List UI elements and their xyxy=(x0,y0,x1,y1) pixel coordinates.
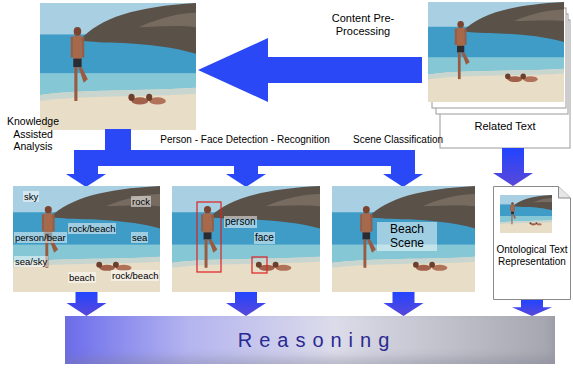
photo xyxy=(500,195,552,233)
arrow-shaft xyxy=(234,165,258,175)
flow-arrow xyxy=(384,292,424,316)
arrow-shaft xyxy=(74,165,98,175)
scene-photo xyxy=(332,186,475,292)
detection-label: person xyxy=(224,216,257,228)
bar-title: Reasoning xyxy=(65,328,562,352)
flow-arrow xyxy=(67,292,107,316)
region-label: person/bear xyxy=(14,232,67,243)
region-label: sea xyxy=(131,232,148,243)
arrow-head xyxy=(383,174,423,187)
photo xyxy=(332,186,475,292)
document-title: Ontological Text Representation xyxy=(494,244,570,268)
scene-label: Beach Scene xyxy=(377,222,437,251)
region-label: rock/beach xyxy=(111,270,159,281)
photo xyxy=(428,2,564,102)
region-label: rock/beach xyxy=(68,223,116,234)
arrow-head xyxy=(66,174,106,187)
photo xyxy=(172,186,320,292)
document-stack: Related Text xyxy=(440,20,570,148)
document-node: Ontological Text Representation xyxy=(493,186,571,300)
document-thumbnail xyxy=(500,195,552,233)
flow-arrow xyxy=(512,300,552,316)
image-panel: Beach Scene xyxy=(332,186,475,292)
analysis-photo xyxy=(13,186,160,292)
arrow-label: Person - Face Detection - Recognition xyxy=(160,134,330,146)
arrow-label: Content Pre-Processing xyxy=(317,12,409,38)
region-label: rock xyxy=(131,196,151,207)
page-fold xyxy=(559,187,571,199)
source-photo xyxy=(40,3,196,130)
document-title: Related Text xyxy=(440,120,570,133)
page-shape xyxy=(494,187,571,300)
arrow-label: Scene Classification xyxy=(353,134,443,146)
arrow-shaft xyxy=(391,165,415,175)
arrow-head xyxy=(226,174,266,187)
photo xyxy=(40,3,196,130)
image-panel: person face xyxy=(172,186,320,292)
image-panel: skyrockrock/beachperson/bearseasea/skybe… xyxy=(13,186,160,292)
region-label: beach xyxy=(68,272,96,283)
person-box xyxy=(197,202,221,272)
region-label: sky xyxy=(23,191,39,202)
arrow-shaft xyxy=(105,129,131,151)
related-photo xyxy=(428,2,564,102)
big-arrow xyxy=(198,38,422,102)
region-label: sea/sky xyxy=(14,256,48,267)
flow-arrow xyxy=(493,148,533,186)
flow-arrow xyxy=(226,292,266,316)
photo xyxy=(13,186,160,292)
detection-label: face xyxy=(254,232,275,244)
arrow-label: Knowledge Assisted Analysis xyxy=(0,115,66,153)
face-box xyxy=(252,257,267,273)
document-outline xyxy=(493,186,571,300)
detection-photo xyxy=(172,186,320,292)
reasoning-bar: Reasoning xyxy=(65,316,555,364)
arrow-band xyxy=(74,150,415,166)
